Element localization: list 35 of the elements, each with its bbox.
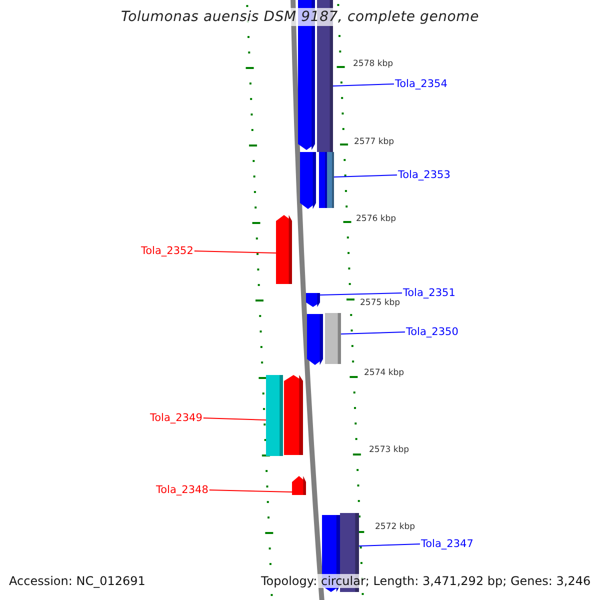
genome-info-text: Accession: NC_012691 <box>7 574 148 588</box>
gene-bar <box>325 313 341 364</box>
scale-label: 2576 kbp <box>356 214 396 224</box>
leader-line <box>340 332 406 334</box>
leader-line <box>358 544 420 546</box>
gene-bar <box>327 152 334 208</box>
gene-bar <box>306 293 320 307</box>
leader-line <box>334 174 398 178</box>
gene-bar <box>292 476 306 495</box>
gene-bar <box>319 152 327 208</box>
leader-line <box>202 418 266 420</box>
gene-bar <box>300 152 316 209</box>
scale-label: 2575 kbp <box>360 298 400 308</box>
leader-line <box>208 490 292 492</box>
leader-line <box>320 292 402 296</box>
gene-label: Tola_2347 <box>421 538 474 550</box>
scale-label: 2572 kbp <box>375 522 416 532</box>
scale-label: 2577 kbp <box>354 137 394 147</box>
gene-label: Tola_2353 <box>398 169 450 181</box>
gene-label: Tola_2349 <box>150 412 202 424</box>
leader-line <box>332 84 394 86</box>
gene-bar <box>307 314 323 365</box>
gene-bar <box>276 215 292 284</box>
scale-label: 2573 kbp <box>369 445 410 455</box>
leader-line <box>194 250 276 254</box>
genome-info-text: Topology: circular; Length: 3,471,292 bp; Genes: 3,246 <box>259 574 593 588</box>
scale-label: 2574 kbp <box>364 368 404 378</box>
scale-label: 2578 kbp <box>353 59 394 69</box>
gene-label: Tola_2352 <box>141 245 194 257</box>
gene-label: Tola_2351 <box>403 287 456 299</box>
gene-bar <box>266 375 283 456</box>
gene-bar <box>284 375 303 455</box>
gene-label: Tola_2354 <box>395 78 448 90</box>
gene-label: Tola_2350 <box>406 326 458 338</box>
gene-label: Tola_2348 <box>156 484 208 496</box>
